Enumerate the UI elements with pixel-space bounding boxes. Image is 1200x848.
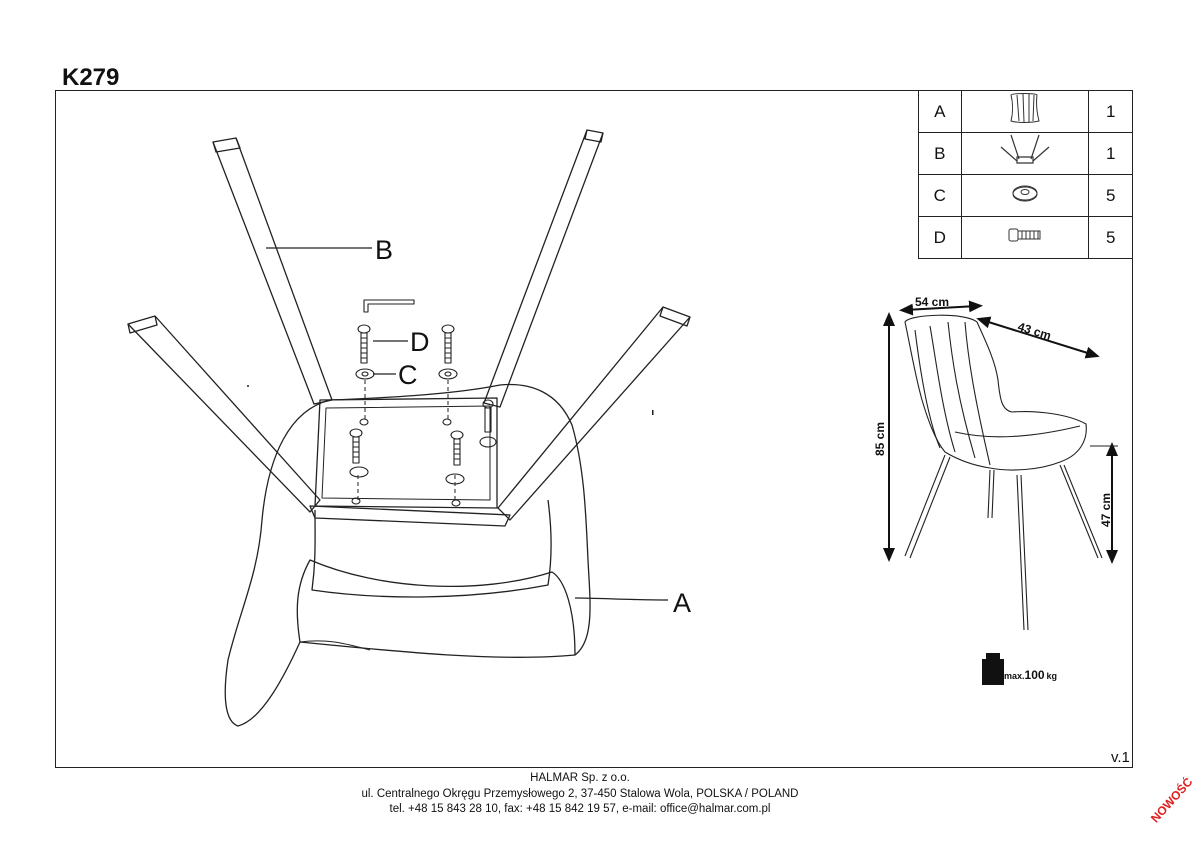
footer-contact: tel. +48 15 843 28 10, fax: +48 15 842 1… — [389, 803, 771, 815]
footer: HALMAR Sp. z o.o. ul. Centralnego Okręgu… — [0, 771, 1160, 818]
washer-icon — [1012, 185, 1038, 202]
label-c: C — [398, 360, 418, 390]
label-a: A — [673, 588, 691, 618]
product-code: K279 — [62, 64, 120, 91]
leg-frame — [314, 397, 498, 509]
footer-address: ul. Centralnego Okręgu Przemysłowego 2, … — [361, 787, 799, 800]
label-d: D — [410, 327, 430, 357]
chair-seat-icon — [1010, 93, 1040, 123]
bolt-icon — [1008, 228, 1041, 242]
parts-row: C 5 — [918, 174, 1133, 217]
version-label: v.1 — [1111, 749, 1130, 766]
parts-row: B 1 — [918, 132, 1133, 175]
parts-row: A 1 — [918, 90, 1133, 133]
instruction-frame — [55, 90, 1133, 768]
seat-shell — [224, 383, 591, 727]
footer-company: HALMAR Sp. z o.o. — [530, 772, 630, 784]
parts-table: A 1 B 1 C — [918, 90, 1133, 259]
label-b: B — [375, 235, 393, 265]
parts-row: D 5 — [918, 216, 1133, 259]
leg-frame-icon — [1000, 134, 1050, 164]
